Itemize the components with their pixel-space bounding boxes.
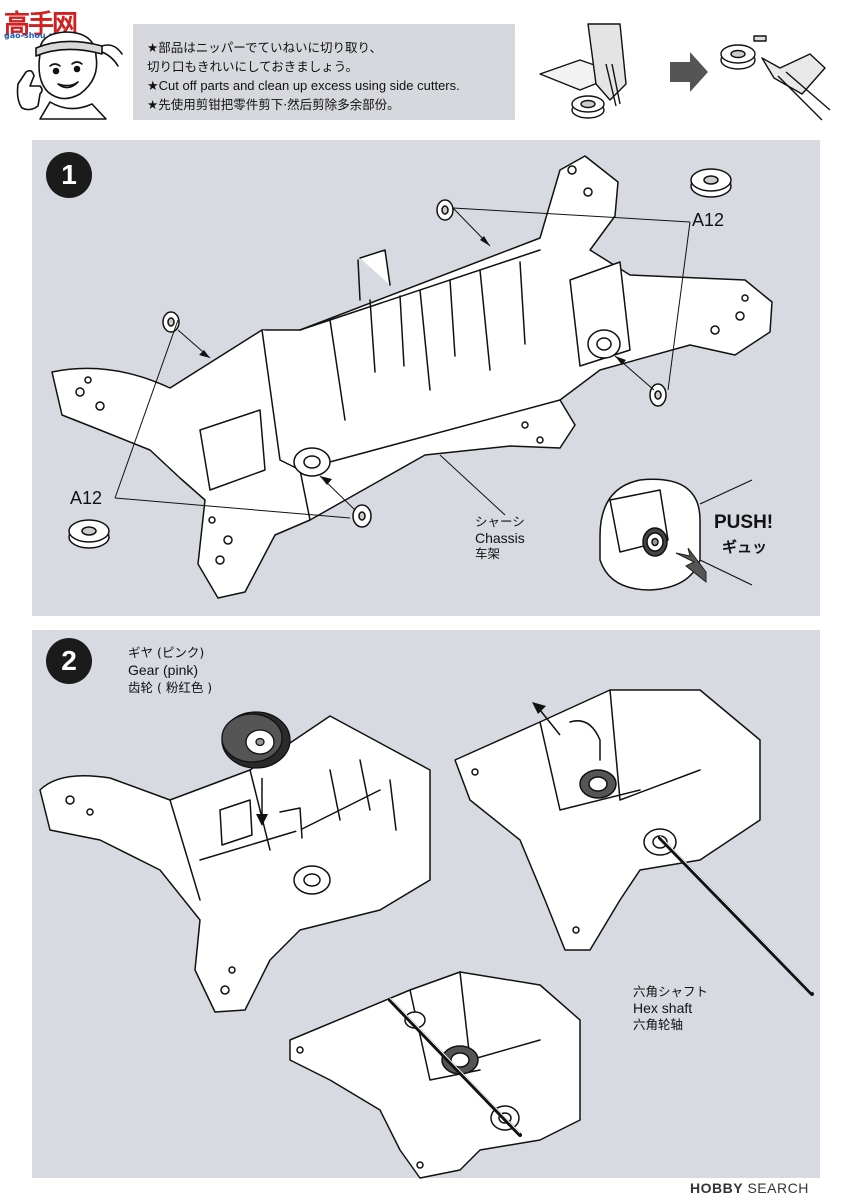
tip-english-line: ★Cut off parts and clean up excess using… [147,78,460,93]
gear-label-ja: ギヤ (ピンク) [128,645,205,660]
footer-brand: HOBBY SEARCH [690,1180,809,1196]
part-label-a12-bottom: A12 [70,488,103,508]
cutter-illustration [539,23,831,121]
footer-brand-suffix: SEARCH [747,1180,809,1196]
footer-brand-name: HOBBY [690,1180,744,1196]
watermark-logo: 高手网 gao-shou.net [2,4,82,40]
chassis-label-zh: 车架 [475,546,501,561]
tip-chinese-line: ★先使用剪钳把零件剪下·然后剪除多余部份。 [147,97,400,112]
push-label-en: PUSH! [714,512,774,533]
part-label-a12-top: A12 [692,210,725,230]
step-2-number: 2 [46,638,92,684]
tip-box: ★部品はニッパーでていねいに切り取り、 切り口もきれいにしておきましょう。 ★C… [133,24,515,120]
step-2-panel [32,630,820,1178]
shaft-label-zh: 六角轮轴 [633,1017,684,1032]
chassis-label-ja: シャーシ [475,514,525,529]
watermark-url: gao-shou.net [4,31,64,40]
gear-label-zh: 齿轮 ( 粉红色 ) [128,680,213,695]
tip-japanese-line-2: 切り口もきれいにしておきましょう。 [147,59,359,74]
shaft-label-ja: 六角シャフト [633,984,709,999]
push-label-ja: ギュッ [722,538,768,556]
gear-label-en: Gear (pink) [128,662,199,678]
chassis-label-en: Chassis [475,530,525,546]
step-1-number: 1 [46,152,92,198]
mascot-illustration [16,31,123,120]
tip-japanese-line-1: ★部品はニッパーでていねいに切り取り、 [147,40,382,55]
shaft-label-en: Hex shaft [633,1000,693,1016]
